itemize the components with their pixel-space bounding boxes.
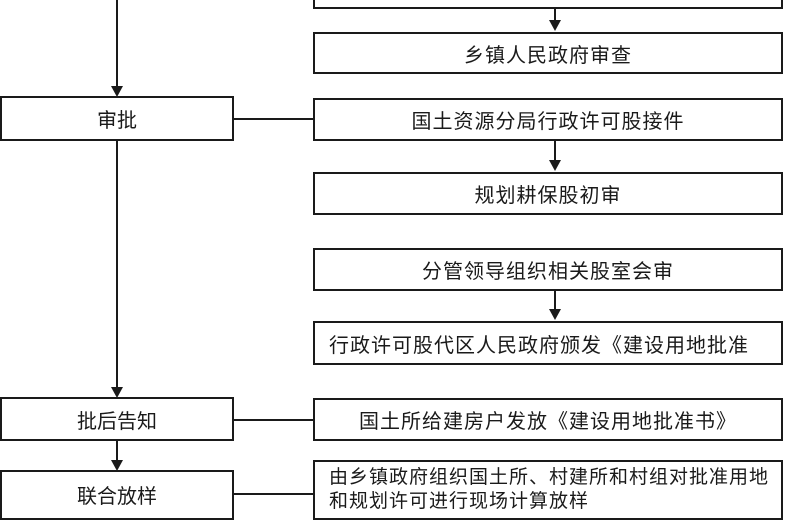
arrow-down-icon [111, 387, 123, 398]
arrow-down-icon [111, 86, 123, 97]
step-permit-issuance: 行政许可股代区人民政府颁发《建设用地批准 [313, 321, 783, 365]
step-label-line2: 和规划许可进行现场计算放样 [329, 490, 590, 512]
step-label: 国土资源分局行政许可股接件 [411, 109, 685, 133]
connector-right-2 [554, 140, 556, 162]
step-land-office-issue: 国土所给建房户发放《建设用地批准书》 [313, 398, 783, 441]
step-label: 联合放样 [77, 484, 157, 508]
connector-staking-to-town [234, 493, 313, 495]
step-joint-staking: 联合放样 [0, 470, 234, 520]
connector-approval-to-intake [234, 118, 313, 120]
step-label: 行政许可股代区人民政府颁发《建设用地批准 [329, 332, 749, 357]
step-label: 审批 [97, 108, 137, 132]
arrow-down-icon [549, 309, 561, 320]
arrow-down-icon [111, 460, 123, 471]
step-label: 批后告知 [77, 408, 157, 433]
step-label: 乡镇人民政府审查 [464, 42, 632, 67]
step-label-line1: 由乡镇政府组织国土所、村建所和村组对批准用地 [329, 466, 770, 488]
step-approval: 审批 [0, 96, 234, 141]
connector-right-3 [554, 290, 556, 311]
connector-notice-to-land-office [234, 419, 313, 421]
step-top-cut [313, 0, 783, 9]
step-label: 分管领导组织相关股室会审 [422, 259, 674, 283]
step-planning-initial-review: 规划耕保股初审 [313, 172, 783, 215]
step-label: 规划耕保股初审 [474, 183, 622, 207]
connector-approval-to-notice [116, 140, 118, 389]
step-post-approval-notice: 批后告知 [0, 397, 234, 441]
connector-notice-to-staking [116, 440, 118, 462]
step-land-bureau-intake: 国土资源分局行政许可股接件 [313, 98, 783, 141]
arrow-down-icon [549, 20, 561, 31]
arrow-down-icon [549, 160, 561, 171]
step-town-gov-review: 乡镇人民政府审查 [313, 32, 783, 74]
step-joint-department-review: 分管领导组织相关股室会审 [313, 248, 783, 291]
connector-top-to-approval [116, 0, 118, 88]
step-town-organize-staking: 由乡镇政府组织国土所、村建所和村组对批准用地 和规划许可进行现场计算放样 [313, 460, 783, 520]
step-label: 国土所给建房户发放《建设用地批准书》 [359, 409, 737, 433]
connector-right-1 [554, 8, 556, 22]
